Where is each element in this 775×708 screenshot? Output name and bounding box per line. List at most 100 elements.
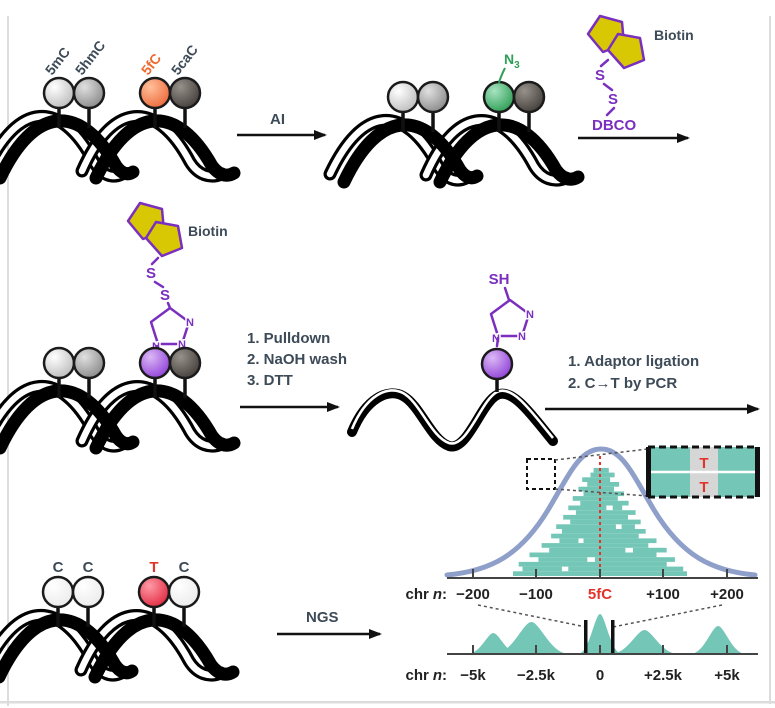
inset-t-bottom: T <box>699 479 708 496</box>
step-pulldown: 1. Pulldown <box>247 330 330 347</box>
pileup-row-segment <box>561 529 646 534</box>
tick-m2.5k: −2.5k <box>517 667 556 684</box>
ball-5cac-2 <box>512 80 546 114</box>
sh-label: SH <box>489 271 510 288</box>
ball-5hmc-3 <box>72 346 106 380</box>
pileup-row-segment <box>578 486 614 492</box>
tick-m100: −100 <box>519 586 553 603</box>
tick-m5k: −5k <box>460 667 486 684</box>
pileup-row-segment <box>568 505 607 511</box>
n-atom: N <box>178 339 186 351</box>
dna-azide-labeled: N3 <box>330 51 578 182</box>
ball-5cac <box>168 76 202 110</box>
label-5mc: 5mC <box>42 44 73 78</box>
enrichment-peak <box>467 633 520 654</box>
n-atom: N <box>186 317 194 329</box>
azide-bond <box>498 67 506 84</box>
tick-p2.5k: +2.5k <box>644 667 683 684</box>
ball-5mc-2 <box>386 80 420 114</box>
enrichment-peak <box>610 630 679 654</box>
pileup-row-segment <box>541 543 649 548</box>
step-ct-pcr: 2. C→T by PCR <box>568 375 677 392</box>
biotin-ring-2 <box>606 32 646 70</box>
zoom-source-box <box>526 458 556 490</box>
base-c2: C <box>83 559 94 576</box>
dna-biotinylated <box>0 346 234 448</box>
step-adaptor: 1. Adaptor ligation <box>568 353 699 370</box>
pileup-row-segment <box>593 467 609 473</box>
inset-t-top: T <box>699 455 708 472</box>
window-connector-right <box>612 604 723 628</box>
pileup-row-segment <box>572 496 618 501</box>
triazole-ring-1 <box>149 306 191 346</box>
tick-m200: −200 <box>456 586 490 603</box>
biotin-dbco-reagent: Biotin S S DBCO <box>578 14 694 143</box>
pileup-row-segment <box>570 519 641 525</box>
ball-t <box>137 575 171 609</box>
tick-0: 0 <box>596 667 604 684</box>
pileup-row-segment <box>559 538 579 544</box>
pcr-steps: 1. Adaptor ligation 2. C→T by PCR <box>545 353 760 414</box>
arrow1-label: AI <box>270 111 285 128</box>
zoom-connector-top <box>554 448 649 461</box>
s-atom-4: S <box>160 287 170 304</box>
ball-c3 <box>167 575 201 609</box>
label-5hmc: 5hmC <box>72 37 109 78</box>
n-atom: N <box>492 333 500 345</box>
n-atom: N <box>518 331 526 343</box>
triazole-ring-2 <box>489 298 531 338</box>
ball-5fc <box>138 76 172 110</box>
pulldown-steps: 1. Pulldown 2. NaOH wash 3. DTT <box>240 330 347 412</box>
base-t: T <box>149 559 158 576</box>
step-naoh: 2. NaOH wash <box>247 351 347 368</box>
biotin-label-top: Biotin <box>654 27 694 43</box>
base-c3: C <box>179 559 190 576</box>
pileup-row-segment <box>590 472 615 478</box>
tick-p100: +100 <box>646 586 680 603</box>
reaction-arrow-1: AI <box>237 111 327 140</box>
pileup-row-segment <box>612 505 623 511</box>
ngs-arrow: NGS <box>277 609 382 639</box>
ball-azide <box>482 80 516 114</box>
ball-5mc <box>42 76 76 110</box>
biotin-ring-4 <box>144 220 184 258</box>
ball-c2 <box>71 575 105 609</box>
window-bracket-right <box>611 620 615 654</box>
dna-modified: 5mC 5hmC 5fC 5caC <box>0 37 234 178</box>
pileup-row-segment <box>583 491 625 497</box>
s-atom-2: S <box>608 91 618 108</box>
ngs-label: NGS <box>306 609 339 626</box>
enrichment-peaks <box>467 614 747 654</box>
pileup-row-segment <box>633 547 667 553</box>
pileup-row-segment <box>549 547 626 553</box>
biotin-label-mid: Biotin <box>188 223 228 239</box>
panel-border-right <box>769 16 771 704</box>
pileup-row-segment <box>551 533 639 539</box>
panel-border-bottom <box>0 701 775 704</box>
s-atom-3: S <box>146 265 156 282</box>
pileup-row-segment <box>522 566 562 572</box>
pileup-row-segment <box>582 477 611 482</box>
window-bracket-left <box>584 620 588 654</box>
label-5cac: 5caC <box>168 42 201 78</box>
read-inset: T T <box>646 445 760 499</box>
base-c1: C <box>53 559 64 576</box>
dna-thiol: SH N N N <box>347 271 558 452</box>
ball-5hmc <box>72 76 106 110</box>
enrichment-peak <box>690 626 747 654</box>
window-connector-left <box>477 604 587 628</box>
pileup-row-segment <box>556 524 616 529</box>
pileup-row-segment <box>518 561 667 567</box>
ball-5cac-3 <box>168 346 202 380</box>
ball-5mc-3 <box>42 346 76 380</box>
biotin-click-adduct: Biotin S S N N N <box>126 201 228 355</box>
pileup-row-segment <box>580 500 629 506</box>
pileup-row-segment <box>587 482 620 487</box>
panel-border-left <box>7 16 9 706</box>
ball-5hmc-2 <box>416 80 450 114</box>
